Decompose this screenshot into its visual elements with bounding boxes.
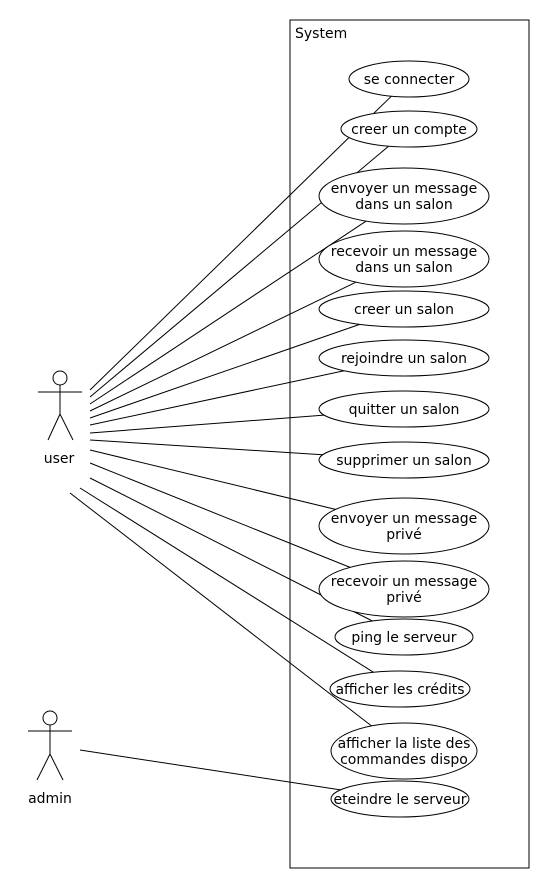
use-case: quitter un salon [318, 390, 490, 428]
use-case-label: rejoindre un salon [341, 351, 467, 367]
use-case-label: envoyer un message [331, 511, 478, 527]
use-case-ellipse [334, 618, 474, 656]
use-case-label: se connecter [364, 72, 455, 88]
association-line-user [89, 439, 323, 456]
use-case-ellipse [318, 497, 490, 555]
use-case-label: envoyer un message [331, 181, 478, 197]
use-case-label: creer un salon [354, 302, 454, 318]
actor-admin: admin [28, 710, 72, 807]
associations [69, 95, 392, 791]
use-case-label: creer un compte [351, 122, 467, 138]
use-case: afficher les crédits [329, 670, 471, 708]
use-case: ping le serveur [334, 618, 474, 656]
use-case-label: recevoir un message [331, 244, 477, 260]
actor-user: user [38, 370, 82, 467]
use-case-ellipse [318, 167, 490, 225]
association-line-user [89, 323, 360, 419]
use-case: creer un compte [340, 110, 478, 148]
use-case-ellipse [348, 60, 470, 98]
use-case-label: supprimer un salon [336, 453, 471, 469]
use-case-ellipse [318, 230, 490, 288]
use-case-label: dans un salon [355, 197, 452, 213]
use-case-ellipse [329, 670, 471, 708]
use-case-ellipse [318, 390, 490, 428]
association-line-user [89, 414, 325, 434]
actor-user-label: user [44, 451, 75, 467]
use-case-label: recevoir un message [331, 574, 477, 590]
association-line-user [69, 492, 372, 727]
actor-admin-right-leg [49, 753, 64, 781]
use-case: creer un salon [318, 290, 490, 328]
actor-admin-left-leg [36, 753, 51, 781]
association-line-user [89, 449, 336, 510]
use-case-ellipse [318, 441, 490, 479]
association-line-user [89, 462, 351, 568]
actor-user-right-leg [59, 413, 74, 441]
use-case: se connecter [348, 60, 470, 98]
use-case-ellipse [318, 290, 490, 328]
system-boundary [289, 19, 530, 869]
use-case-label: commandes dispo [340, 752, 468, 768]
association-line-user [89, 220, 367, 405]
association-line-user [89, 95, 392, 391]
actor-user-head [52, 370, 68, 386]
actor-admin-label: admin [28, 791, 72, 807]
actor-user-left-leg [47, 413, 61, 441]
use-case-label: ping le serveur [351, 630, 456, 646]
association-line-user [79, 487, 374, 673]
use-case-label: eteindre le serveur [333, 792, 466, 808]
use-case-ellipse [330, 780, 470, 818]
use-case-label: afficher les crédits [335, 682, 464, 698]
use-case-label: quitter un salon [349, 402, 460, 418]
use-case: supprimer un salon [318, 441, 490, 479]
association-line-user [89, 370, 345, 426]
actor-admin-head [42, 710, 58, 726]
use-case-ellipse [318, 560, 490, 618]
use-case-ellipse [340, 110, 478, 148]
use-case: eteindre le serveur [330, 780, 470, 818]
use-case-label: privé [386, 590, 421, 606]
system-label: System [295, 26, 347, 42]
use-case-label: afficher la liste des [338, 736, 471, 752]
use-cases: se connecter creer un compte envoyer un me… [318, 60, 490, 818]
use-case-ellipse [318, 339, 490, 377]
use-case: rejoindre un salon [318, 339, 490, 377]
use-case-label: privé [386, 527, 421, 543]
use-case-label: dans un salon [355, 260, 452, 276]
use-case-ellipse [330, 722, 478, 780]
association-line-admin [79, 749, 341, 791]
association-line-user [89, 281, 357, 412]
